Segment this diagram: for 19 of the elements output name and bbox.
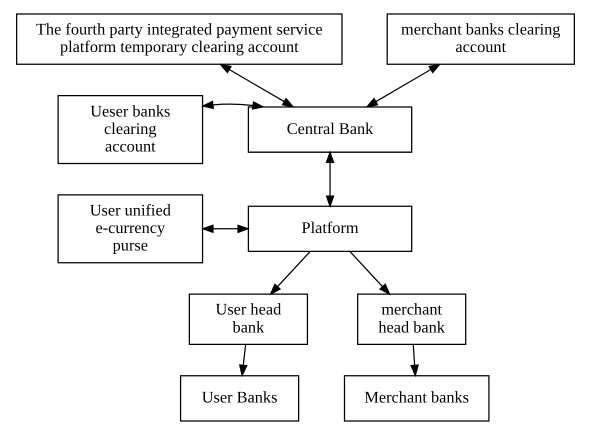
arrow [410, 344, 418, 377]
arrow [364, 62, 441, 108]
node-box: merchant banks clearing account [386, 12, 574, 64]
node-box: Merchant banks [343, 374, 490, 422]
arrow [200, 224, 250, 233]
node-box: User unified e-currency purse [56, 194, 203, 263]
node-box: The fourth party integrated payment service platform temporary clearing account [16, 12, 342, 64]
node-box: Central Bank [247, 106, 412, 152]
node-box: Platform [247, 205, 412, 252]
arrow [218, 62, 294, 108]
arrow [200, 100, 264, 110]
node-box: merchant head bank [356, 292, 466, 344]
node-box: User head bank [188, 292, 308, 344]
node-box: Ueser banks clearing account [56, 94, 203, 164]
node-box: User Banks [179, 374, 299, 422]
arrow [325, 150, 334, 208]
arrow [349, 250, 390, 295]
arrow [238, 344, 248, 377]
arrow [268, 250, 310, 295]
